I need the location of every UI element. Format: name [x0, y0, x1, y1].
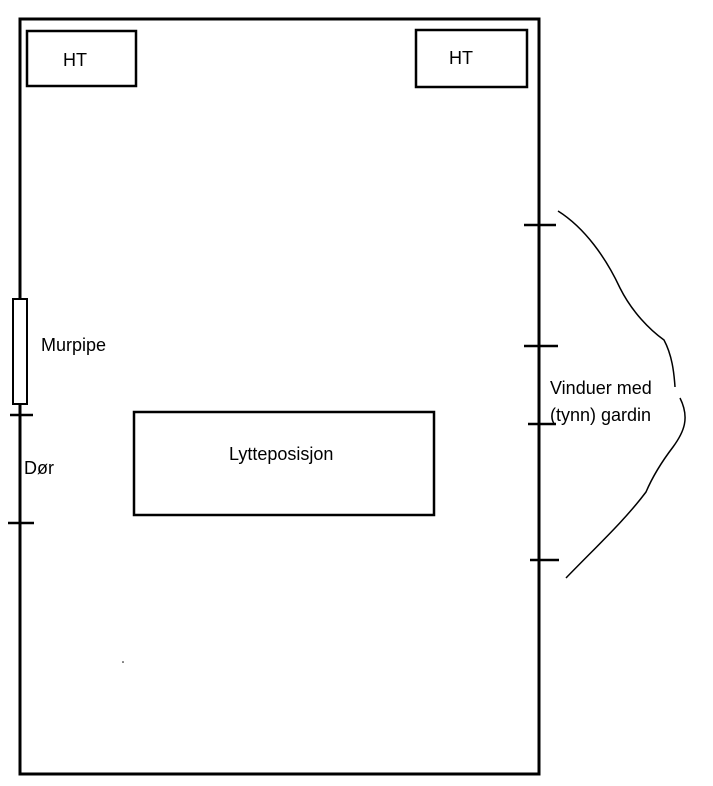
listening-position-box	[132, 410, 436, 517]
chimney-box	[12, 298, 28, 405]
curtain-brace-curve-lower	[565, 397, 686, 579]
chimney-label: Murpipe	[41, 335, 107, 355]
curtain-brace-curve	[557, 210, 676, 388]
door-label: Dør	[24, 458, 54, 478]
windows-label: Vinduer med (tynn) gardin	[550, 375, 652, 429]
stray-dot	[122, 661, 124, 663]
speaker-left-label: HT	[63, 50, 87, 70]
listening-position-label: Lytteposisjon	[229, 444, 334, 464]
speaker-left-box	[25, 29, 138, 88]
speaker-right-label: HT	[449, 48, 473, 68]
room-outline	[18, 17, 541, 776]
speaker-right-box	[414, 28, 529, 89]
windows-label-line2: (tynn) gardin	[550, 405, 652, 425]
windows-label-line1: Vinduer med	[550, 378, 652, 398]
